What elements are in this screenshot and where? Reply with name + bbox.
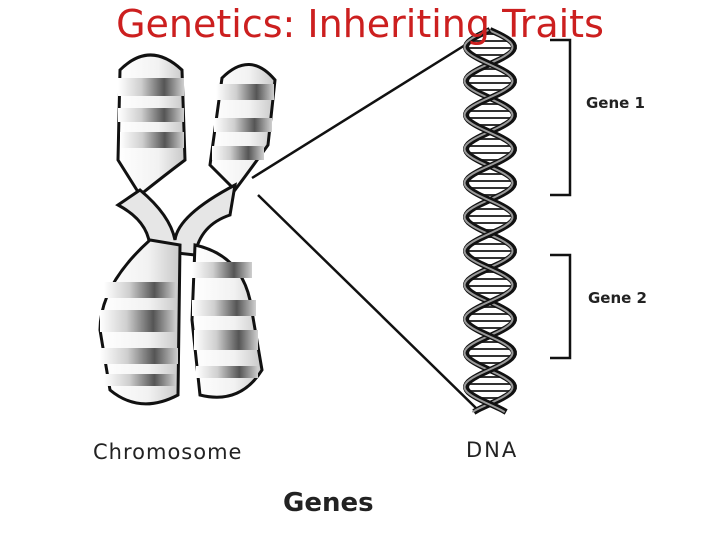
zoom-lines xyxy=(251,40,479,411)
chromosome-arm-lower-left xyxy=(98,238,182,406)
chromosome-centromere xyxy=(115,182,237,257)
chromosome-arm-upper-left xyxy=(116,53,187,198)
genes-caption: Genes xyxy=(283,488,374,518)
page-title: Genetics: Inheriting Traits xyxy=(116,2,604,46)
dna-helix xyxy=(463,27,517,415)
dna-strand-a-highlight xyxy=(463,29,514,413)
gene-2-bracket xyxy=(550,253,572,360)
dna-label: DNA xyxy=(466,438,519,462)
dna-strand-b-highlight xyxy=(463,29,514,413)
chromosome-arm-upper-right xyxy=(208,63,277,193)
chromosome-arm-lower-right xyxy=(190,243,264,399)
gene-brackets xyxy=(550,38,572,360)
chromosome-illustration xyxy=(98,53,277,406)
gene-1-bracket xyxy=(550,38,572,197)
gene-2-label: Gene 2 xyxy=(588,289,647,307)
gene-1-label: Gene 1 xyxy=(586,94,645,112)
chromosome-label: Chromosome xyxy=(93,440,243,464)
